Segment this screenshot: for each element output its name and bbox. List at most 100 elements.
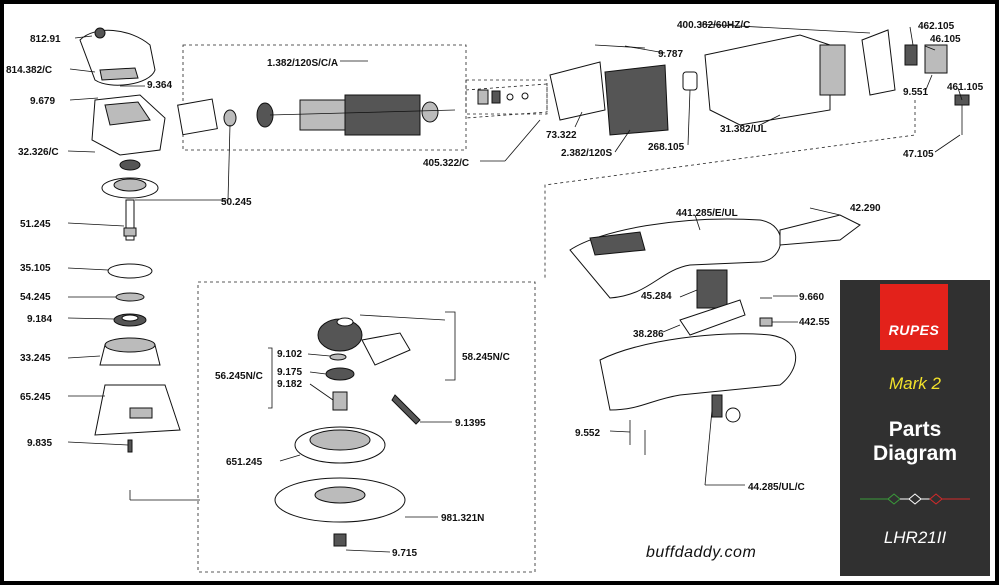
label-9-835: 9.835 [27, 438, 52, 449]
brush-part [682, 71, 698, 91]
panel-title-line1: Parts [888, 418, 942, 441]
gear-housing-part [91, 94, 166, 156]
eccentric-part [99, 337, 161, 366]
brand-panel: RUPES Mark 2 Parts Diagram LHR21II [840, 280, 990, 576]
label-44-285: 44.285/UL/C [748, 482, 805, 493]
label-73-322: 73.322 [546, 130, 577, 141]
part-labels: 812.91 814.382/C 9.364 9.679 32.326/C 1.… [6, 20, 984, 559]
label-9-102: 9.102 [277, 349, 302, 360]
housing-plug-part [819, 44, 846, 96]
label-981-321: 981.321N [441, 513, 484, 524]
spring-part [711, 394, 723, 418]
label-9-364: 9.364 [147, 80, 172, 91]
label-9-1395: 9.1395 [455, 418, 486, 429]
label-814-382c: 814.382/C [6, 65, 52, 76]
bearing-row-box [465, 79, 548, 115]
label-9-787: 9.787 [658, 49, 683, 60]
shroud-part [94, 384, 181, 436]
label-2-382: 2.382/120S [561, 148, 612, 159]
shim-9102-part [329, 353, 347, 361]
stator-bolt-part [594, 44, 646, 49]
label-441-285: 441.285/E/UL [676, 208, 738, 219]
electronic-module-part [696, 269, 728, 309]
label-268-105: 268.105 [648, 142, 685, 153]
rupes-logo: RUPES [880, 284, 948, 350]
counterweight-part [101, 177, 159, 199]
allen-key-part [391, 394, 421, 425]
label-9-660: 9.660 [799, 292, 824, 303]
label-9-551: 9.551 [903, 87, 928, 98]
switch-lever-part [679, 299, 746, 336]
handle-shell-part [569, 218, 782, 299]
label-54-245: 54.245 [20, 292, 51, 303]
bearing-9175-part [325, 367, 355, 381]
rear-cover-part [79, 27, 156, 86]
brush-holder-part [904, 44, 918, 66]
label-33-245: 33.245 [20, 353, 51, 364]
handle-grip-part [589, 231, 646, 256]
label-32-326c: 32.326/C [18, 147, 59, 158]
panel-title-line2: Diagram [872, 442, 958, 465]
label-65-245: 65.245 [20, 392, 51, 403]
label-42-290: 42.290 [850, 203, 881, 214]
counterweight-pad-part [317, 317, 363, 352]
label-9-184: 9.184 [27, 314, 52, 325]
website-text: buffdaddy.com [646, 544, 757, 561]
panel-title: Parts Diagram [840, 418, 990, 466]
label-9-715: 9.715 [392, 548, 417, 559]
carbon-brush-part [924, 44, 948, 74]
armature-group-box [182, 44, 467, 151]
button-part [725, 407, 741, 423]
label-45-284: 45.284 [641, 291, 672, 302]
label-50-245: 50.245 [221, 197, 252, 208]
model-code: LHR21II [883, 528, 947, 547]
leader-lines [67, 23, 963, 553]
pin-9182-part [332, 391, 348, 411]
counterweight-cover-part [361, 332, 411, 366]
label-1-382: 1.382/120S/C/A [267, 58, 338, 69]
protection-ring-part [294, 426, 386, 464]
diagram-canvas: 812.91 814.382/C 9.364 9.679 32.326/C 1.… [4, 4, 995, 581]
label-442-55: 442.55 [799, 317, 830, 328]
bearing-part [119, 159, 141, 171]
label-9-679: 9.679 [30, 96, 55, 107]
label-462-105: 462.105 [918, 21, 955, 32]
label-46-105: 46.105 [930, 34, 961, 45]
label-47-105: 47.105 [903, 149, 934, 160]
label-31-382ul: 31.382/UL [720, 124, 767, 135]
washer-part [107, 263, 153, 279]
label-35-105: 35.105 [20, 263, 51, 274]
bearing-row-parts [477, 89, 529, 105]
ornament-icon [860, 493, 970, 505]
motor-housing-part [704, 34, 831, 126]
label-461-105: 461.105 [947, 82, 984, 93]
bearing-9184-part [113, 313, 147, 327]
stator-part [604, 64, 669, 136]
cord-guard-part [779, 214, 861, 246]
logo-text: RUPES [888, 322, 940, 338]
label-9-182: 9.182 [277, 379, 302, 390]
stator-holder-part [549, 61, 606, 121]
exploded-view: 812.91 814.382/C 9.364 9.679 32.326/C 1.… [6, 20, 984, 573]
switch-part [861, 29, 896, 96]
label-9-175: 9.175 [277, 367, 302, 378]
shim-part [115, 292, 145, 302]
label-38-286: 38.286 [633, 329, 664, 340]
label-400-382: 400.382/60HZ/C [677, 20, 750, 31]
model-line: Mark 2 [889, 374, 941, 393]
label-405-322c: 405.322/C [423, 158, 469, 169]
label-812-91: 812.91 [30, 34, 61, 45]
backing-pad-part [274, 477, 406, 523]
lower-handle-part [599, 333, 797, 411]
screw-part [127, 439, 133, 453]
pad-group-box [197, 281, 536, 573]
label-51-245: 51.245 [20, 219, 51, 230]
clip-part [759, 317, 773, 327]
label-58-245: 58.245N/C [462, 352, 510, 363]
label-56-245: 56.245N/C [215, 371, 263, 382]
label-651-245: 651.245 [226, 457, 263, 468]
spindle-part [123, 199, 137, 241]
pad-screw-part [333, 533, 347, 547]
armature-part [177, 94, 456, 136]
